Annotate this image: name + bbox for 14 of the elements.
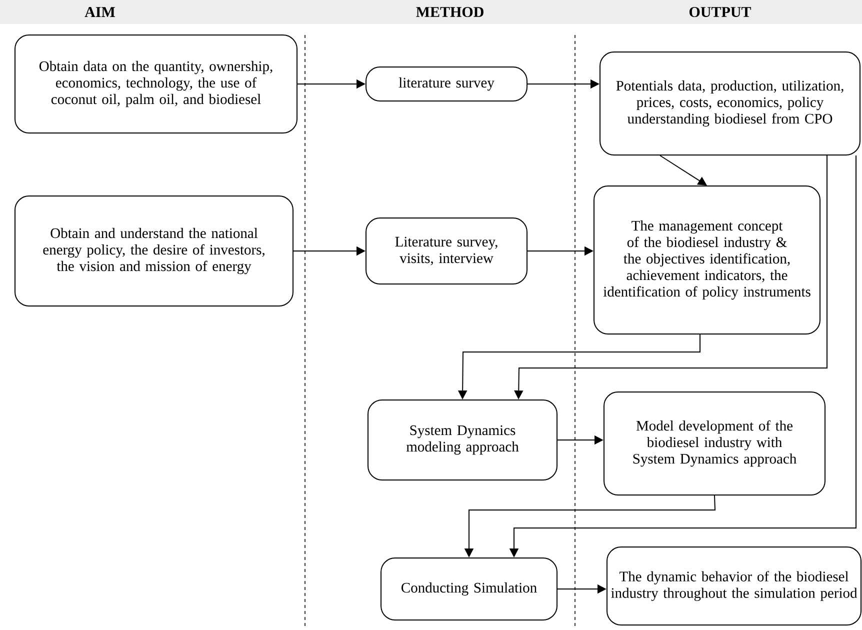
process-box: The management concept of the biodiesel industry & the objectives identification, achievement indicators, the identification of policy instruments bbox=[594, 186, 820, 334]
arrow bbox=[660, 155, 707, 186]
process-box: Potentials data, production, utilization, prices, costs, economics, policy understanding biodiesel from CPO bbox=[600, 52, 860, 156]
process-box: literature survey bbox=[366, 66, 528, 102]
process-box: Literature survey, visits, interview bbox=[366, 218, 528, 284]
column-heading: METHOD bbox=[416, 6, 484, 18]
column-heading: OUTPUT bbox=[690, 6, 752, 18]
process-box: Model development of the biodiesel industry with System Dynamics approach bbox=[604, 392, 826, 496]
process-box: Obtain data on the quantity, ownership, economics, technology, the use of coconut oil, palm oil, and biodiesel bbox=[14, 34, 298, 134]
process-box: Conducting Simulation bbox=[380, 558, 558, 620]
process-box: Obtain and understand the national energy policy, the desire of investors, the vision and mission of energy bbox=[14, 196, 294, 306]
process-box: The dynamic behavior of the biodiesel industry throughout the simulation period bbox=[606, 546, 862, 626]
process-box: System Dynamics modeling approach bbox=[368, 400, 558, 480]
column-heading: AIM bbox=[84, 7, 115, 17]
